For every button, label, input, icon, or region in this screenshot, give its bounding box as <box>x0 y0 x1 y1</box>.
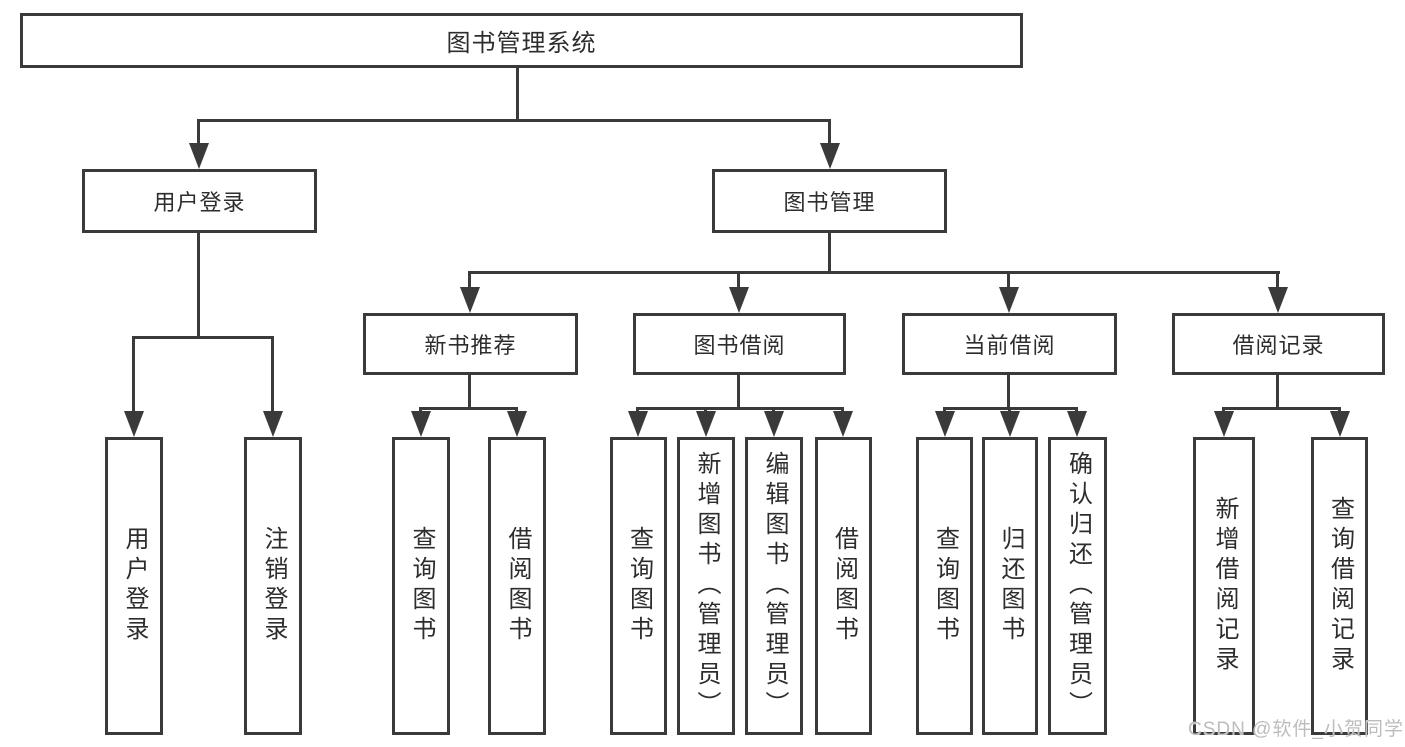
node-leaf-query-books-recommend: 查询图书 <box>392 437 450 735</box>
csdn-watermark: CSDN @软件_小贺同学 <box>1188 719 1404 740</box>
arrowhead-bb-add <box>696 411 716 437</box>
node-borrowing-records: 借阅记录 <box>1172 313 1385 375</box>
line-new-book-drop <box>468 375 471 410</box>
arrowhead-current-borrow <box>999 287 1019 313</box>
node-leaf-query-books-current: 查询图书 <box>916 437 973 735</box>
node-leaf-edit-books-admin: 编辑图书（管理员） <box>745 437 803 735</box>
node-leaf-return-books: 归还图书 <box>982 437 1038 735</box>
arrowhead-nb-borrow <box>507 411 527 437</box>
node-leaf-borrow-books-borrowing: 借阅图书 <box>815 437 872 735</box>
line-current-borrow-drop <box>1007 375 1010 410</box>
line-new-book-rail <box>419 407 518 410</box>
line-book-borrow-rail <box>636 407 844 410</box>
line-logout-leaf-shaft <box>271 336 274 413</box>
line-root-drop <box>516 68 519 122</box>
line-user-login-shaft <box>197 119 200 146</box>
node-leaf-borrow-books-recommend: 借阅图书 <box>488 437 546 735</box>
arrowhead-borrow-record <box>1268 287 1288 313</box>
line-user-login-rail <box>132 336 274 339</box>
arrowhead-book-borrow <box>729 287 749 313</box>
node-user-login: 用户登录 <box>82 169 317 233</box>
line-user-login-drop <box>197 233 200 339</box>
arrowhead-br-add <box>1214 411 1234 437</box>
line-borrow-record-rail <box>1222 407 1341 410</box>
line-new-book-shaft <box>468 271 471 290</box>
line-borrow-record-shaft <box>1276 271 1279 290</box>
node-book-management: 图书管理 <box>712 169 947 233</box>
line-login-leaf-shaft <box>132 336 135 413</box>
arrowhead-bb-query <box>628 411 648 437</box>
node-leaf-confirm-return-admin: 确认归还（管理员） <box>1048 437 1107 735</box>
arrowhead-book-mgmt <box>820 143 840 169</box>
line-level2-rail <box>197 119 831 122</box>
arrowhead-new-book <box>460 287 480 313</box>
node-current-borrowing: 当前借阅 <box>902 313 1117 375</box>
line-current-borrow-shaft <box>1007 271 1010 290</box>
node-leaf-query-books-borrowing: 查询图书 <box>610 437 667 735</box>
node-leaf-user-login: 用户登录 <box>105 437 163 735</box>
arrowhead-bb-edit <box>764 411 784 437</box>
node-new-book-recommend: 新书推荐 <box>363 313 578 375</box>
line-book-borrow-drop <box>737 375 740 410</box>
arrowhead-bb-borrow <box>833 411 853 437</box>
node-library-system: 图书管理系统 <box>20 13 1023 68</box>
arrowhead-nb-query <box>411 411 431 437</box>
arrowhead-cb-query <box>935 411 955 437</box>
arrowhead-cb-confirm <box>1067 411 1087 437</box>
line-book-mgmt-shaft <box>828 119 831 146</box>
line-borrow-record-drop <box>1276 375 1279 410</box>
node-leaf-add-books-admin: 新增图书（管理员） <box>677 437 735 735</box>
node-leaf-query-borrow-record: 查询借阅记录 <box>1311 437 1368 735</box>
arrowhead-logout-leaf <box>263 411 283 437</box>
line-book-borrow-shaft <box>737 271 740 290</box>
node-leaf-add-borrow-record: 新增借阅记录 <box>1193 437 1255 735</box>
arrowhead-cb-return <box>1000 411 1020 437</box>
arrowhead-user-login <box>189 143 209 169</box>
arrowhead-br-query <box>1330 411 1350 437</box>
line-level3-rail <box>468 271 1280 274</box>
arrowhead-login-leaf <box>124 411 144 437</box>
node-leaf-logout: 注销登录 <box>244 437 302 735</box>
node-book-borrowing: 图书借阅 <box>633 313 846 375</box>
line-book-mgmt-drop <box>828 233 831 274</box>
